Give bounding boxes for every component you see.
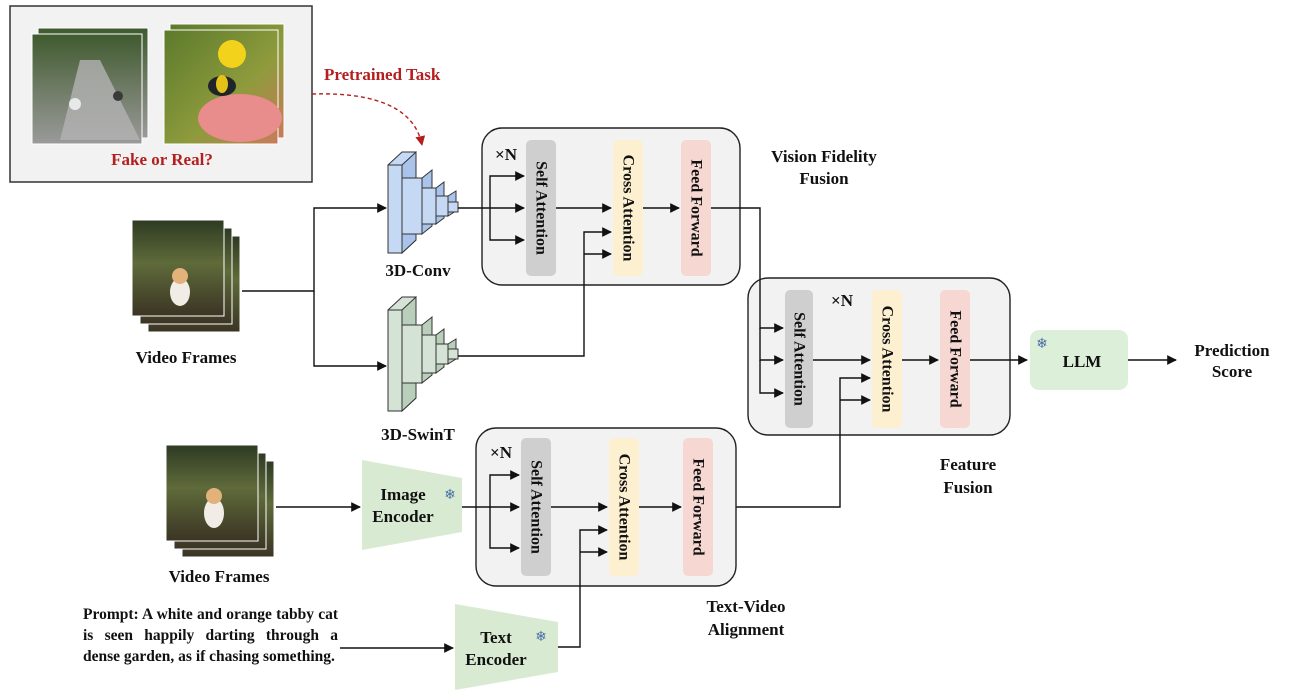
vision-cross-attention <box>613 140 643 276</box>
feature-feed-forward-label: Feed Forward <box>947 310 964 407</box>
feature-internal-arrows <box>711 207 1028 508</box>
snowflake-icon: ❄ <box>1036 337 1048 352</box>
tv-cross-attention <box>609 438 639 576</box>
prompt-text: Prompt: A white and orange tabby cat is … <box>83 606 338 665</box>
pretrained-task-label: Pretrained Task <box>324 65 441 84</box>
feature-self-attention <box>785 290 813 428</box>
frames-to-swin-arrow <box>313 291 387 371</box>
vision-fidelity-module: ×N Self Attention Cross Attention Feed F… <box>481 127 741 286</box>
image-encoder: Image Encoder ❄ <box>362 460 462 550</box>
conv3d-backbone <box>387 150 459 255</box>
vision-cross-attention-label: Cross Attention <box>620 155 637 262</box>
feature-cross-attention <box>872 290 902 428</box>
text-encoder-label-2: Encoder <box>465 650 527 669</box>
image-encoder-label-2: Encoder <box>372 507 434 526</box>
conv3d-label: 3D-Conv <box>385 261 451 280</box>
pretrain-arrow <box>311 93 426 146</box>
vision-module-title-2: Fusion <box>799 169 849 188</box>
vision-feed-forward-label: Feed Forward <box>688 159 705 256</box>
feature-module-title-2: Fusion <box>943 478 993 497</box>
llm-label: LLM <box>1063 352 1102 371</box>
swin3d-backbone <box>387 295 459 413</box>
vision-module-title-1: Vision Fidelity <box>771 147 877 166</box>
video-frames-bottom-label: Video Frames <box>169 567 270 586</box>
feature-cross-attention-label: Cross Attention <box>879 306 896 413</box>
video-frames-bottom <box>165 444 275 558</box>
real-video-thumbnail <box>163 23 285 145</box>
vision-self-attention-label: Self Attention <box>533 161 550 255</box>
text-encoder-label-1: Text <box>480 628 512 647</box>
tv-cross-attention-label: Cross Attention <box>616 454 633 561</box>
text-video-internal-arrows <box>462 470 682 648</box>
tv-feed-forward <box>683 438 713 576</box>
text-video-title-1: Text-Video <box>706 597 785 616</box>
feature-feed-forward <box>940 290 970 428</box>
vision-self-attention <box>526 140 556 276</box>
snowflake-icon: ❄ <box>535 630 547 645</box>
fake-or-real-label: Fake or Real? <box>111 150 213 169</box>
feature-self-attention-label: Self Attention <box>791 312 808 406</box>
prediction-score-label-2: Score <box>1212 362 1253 381</box>
fake-video-thumbnail <box>31 27 149 145</box>
tv-feed-forward-label: Feed Forward <box>690 458 707 555</box>
video-frames-top <box>131 219 241 333</box>
feature-module-title-1: Feature <box>940 455 997 474</box>
vision-feed-forward <box>681 140 711 276</box>
llm-block: LLM ❄ <box>1030 330 1128 390</box>
feature-fusion-module: ×N Self Attention Cross Attention Feed F… <box>747 277 1011 436</box>
frames-to-conv-arrow <box>242 203 387 292</box>
image-encoder-label-1: Image <box>380 485 426 504</box>
video-frames-top-label: Video Frames <box>136 348 237 367</box>
tv-self-attention <box>521 438 551 576</box>
vision-repeat-label: ×N <box>495 145 518 164</box>
text-video-repeat-label: ×N <box>490 443 513 462</box>
swin3d-label: 3D-SwinT <box>381 425 455 444</box>
pretrain-panel: Fake or Real? <box>9 5 313 183</box>
tv-self-attention-label: Self Attention <box>528 460 545 554</box>
snowflake-icon: ❄ <box>444 488 456 503</box>
prediction-score-label-1: Prediction <box>1194 341 1270 360</box>
feature-repeat-label: ×N <box>831 291 854 310</box>
text-encoder: Text Encoder ❄ <box>455 604 558 690</box>
vision-internal-arrows <box>458 171 680 357</box>
text-video-title-2: Alignment <box>708 620 785 639</box>
